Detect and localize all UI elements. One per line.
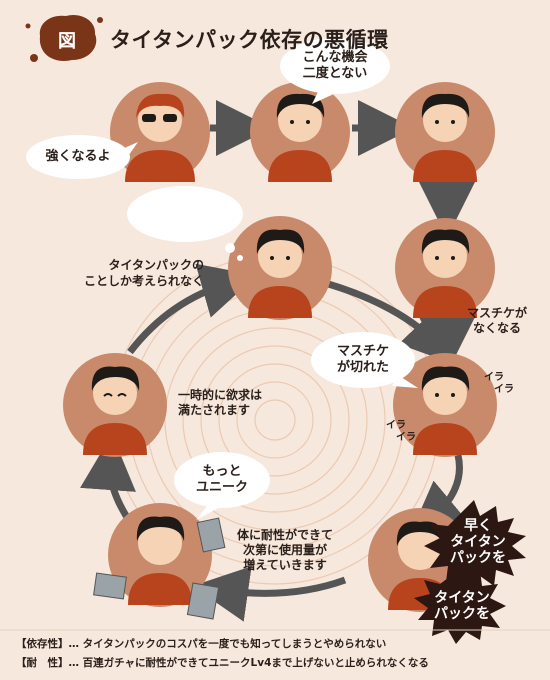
bubble-masuchike-text: マスチケ が切れた bbox=[311, 338, 415, 382]
burst-1-line2: タイタン bbox=[450, 534, 506, 551]
label-satisfied-line2: 満たされます bbox=[178, 403, 251, 417]
ira-label-2: イラ bbox=[494, 384, 514, 395]
bubble-stronger-label: 強くなるよ bbox=[45, 148, 111, 164]
label-only-thinking-line2: ことしか考えられなく bbox=[83, 274, 204, 288]
burst-2 bbox=[414, 566, 506, 644]
burst-2-text: タイタン パックを bbox=[420, 590, 504, 622]
label-tolerance-line1: 体に耐性ができて bbox=[236, 528, 333, 542]
bubble-stronger-text: 強くなるよ bbox=[26, 145, 130, 169]
badge: 図 bbox=[40, 18, 94, 62]
character-obsessed bbox=[248, 229, 312, 318]
bubble-masuchike-line1: マスチケ bbox=[336, 343, 389, 359]
label-tolerance: 体に耐性ができて 次第に使用量が 増えていきます bbox=[222, 528, 348, 573]
bubble-unique-line1: もっと bbox=[202, 463, 242, 479]
title-badge bbox=[25, 14, 103, 62]
burst-1-text: 早く タイタン パックを bbox=[438, 518, 518, 566]
burst-2-line2: パックを bbox=[434, 606, 490, 623]
badge-label: 図 bbox=[58, 31, 76, 52]
burst-1-line3: パックを bbox=[450, 550, 506, 567]
label-only-thinking-line1: タイタンパックの bbox=[108, 258, 204, 272]
character-irritated bbox=[413, 366, 477, 455]
label-satisfied: 一時的に欲求は 満たされます bbox=[178, 388, 278, 418]
bubble-stronger bbox=[26, 135, 130, 179]
label-masuchike-gone-line2: なくなる bbox=[472, 321, 521, 335]
label-masuchike-gone: マスチケが なくなる bbox=[462, 306, 532, 336]
bubble-masuchike bbox=[311, 332, 415, 388]
ira-label-1: イラ bbox=[484, 372, 504, 383]
label-tolerance-line3: 増えていきます bbox=[243, 558, 327, 572]
bubble-rare-chance-line2: 二度とない bbox=[302, 66, 368, 81]
label-satisfied-line1: 一時的に欲求は bbox=[178, 388, 263, 402]
bubble-thought-text bbox=[127, 196, 243, 232]
label-only-thinking-2: ことしか考えられなく bbox=[60, 274, 204, 289]
arrow-cycle-5 bbox=[127, 263, 257, 355]
ira-label-4: イラ bbox=[396, 432, 416, 443]
ira-label-3: イラ bbox=[386, 420, 406, 431]
character-satisfied bbox=[83, 366, 147, 455]
character-angry bbox=[413, 229, 477, 318]
label-tolerance-line2: 次第に使用量が bbox=[242, 543, 327, 557]
bubble-rare-chance-line1: こんな機会 bbox=[302, 49, 368, 65]
gacha-cards bbox=[93, 517, 226, 620]
bubble-thought bbox=[127, 186, 243, 242]
character-tolerant bbox=[128, 516, 192, 605]
bubble-unique-text: もっと ユニーク bbox=[174, 458, 270, 502]
burst-2-line1: タイタン bbox=[434, 590, 490, 606]
burst-1-line1: 早く bbox=[464, 518, 492, 534]
character-buying bbox=[413, 93, 477, 182]
label-masuchike-gone-line1: マスチケが bbox=[466, 306, 527, 320]
label-only-thinking: タイタンパックの bbox=[92, 258, 204, 273]
legend-dependency: 【依存性】… タイタンパックのコスパを一度でも知ってしまうとやめられない bbox=[16, 638, 387, 650]
bubble-unique bbox=[174, 452, 270, 508]
character-dealer bbox=[125, 93, 195, 182]
character-worried bbox=[268, 93, 332, 182]
bubble-rare-chance bbox=[280, 38, 390, 94]
legend-tolerance: 【耐 性】… 百連ガチャに耐性ができてユニークLv4まで上げないと止められなくな… bbox=[16, 657, 429, 669]
bubble-unique-line2: ユニーク bbox=[195, 480, 248, 495]
bubble-masuchike-line2: が切れた bbox=[336, 360, 389, 375]
burst-1 bbox=[424, 500, 526, 590]
arrow-cycle-3 bbox=[192, 566, 347, 622]
page-title: タイタンパック依存の悪循環 bbox=[110, 28, 389, 52]
bubble-rare-chance-text: こんな機会 二度とない bbox=[280, 44, 390, 88]
